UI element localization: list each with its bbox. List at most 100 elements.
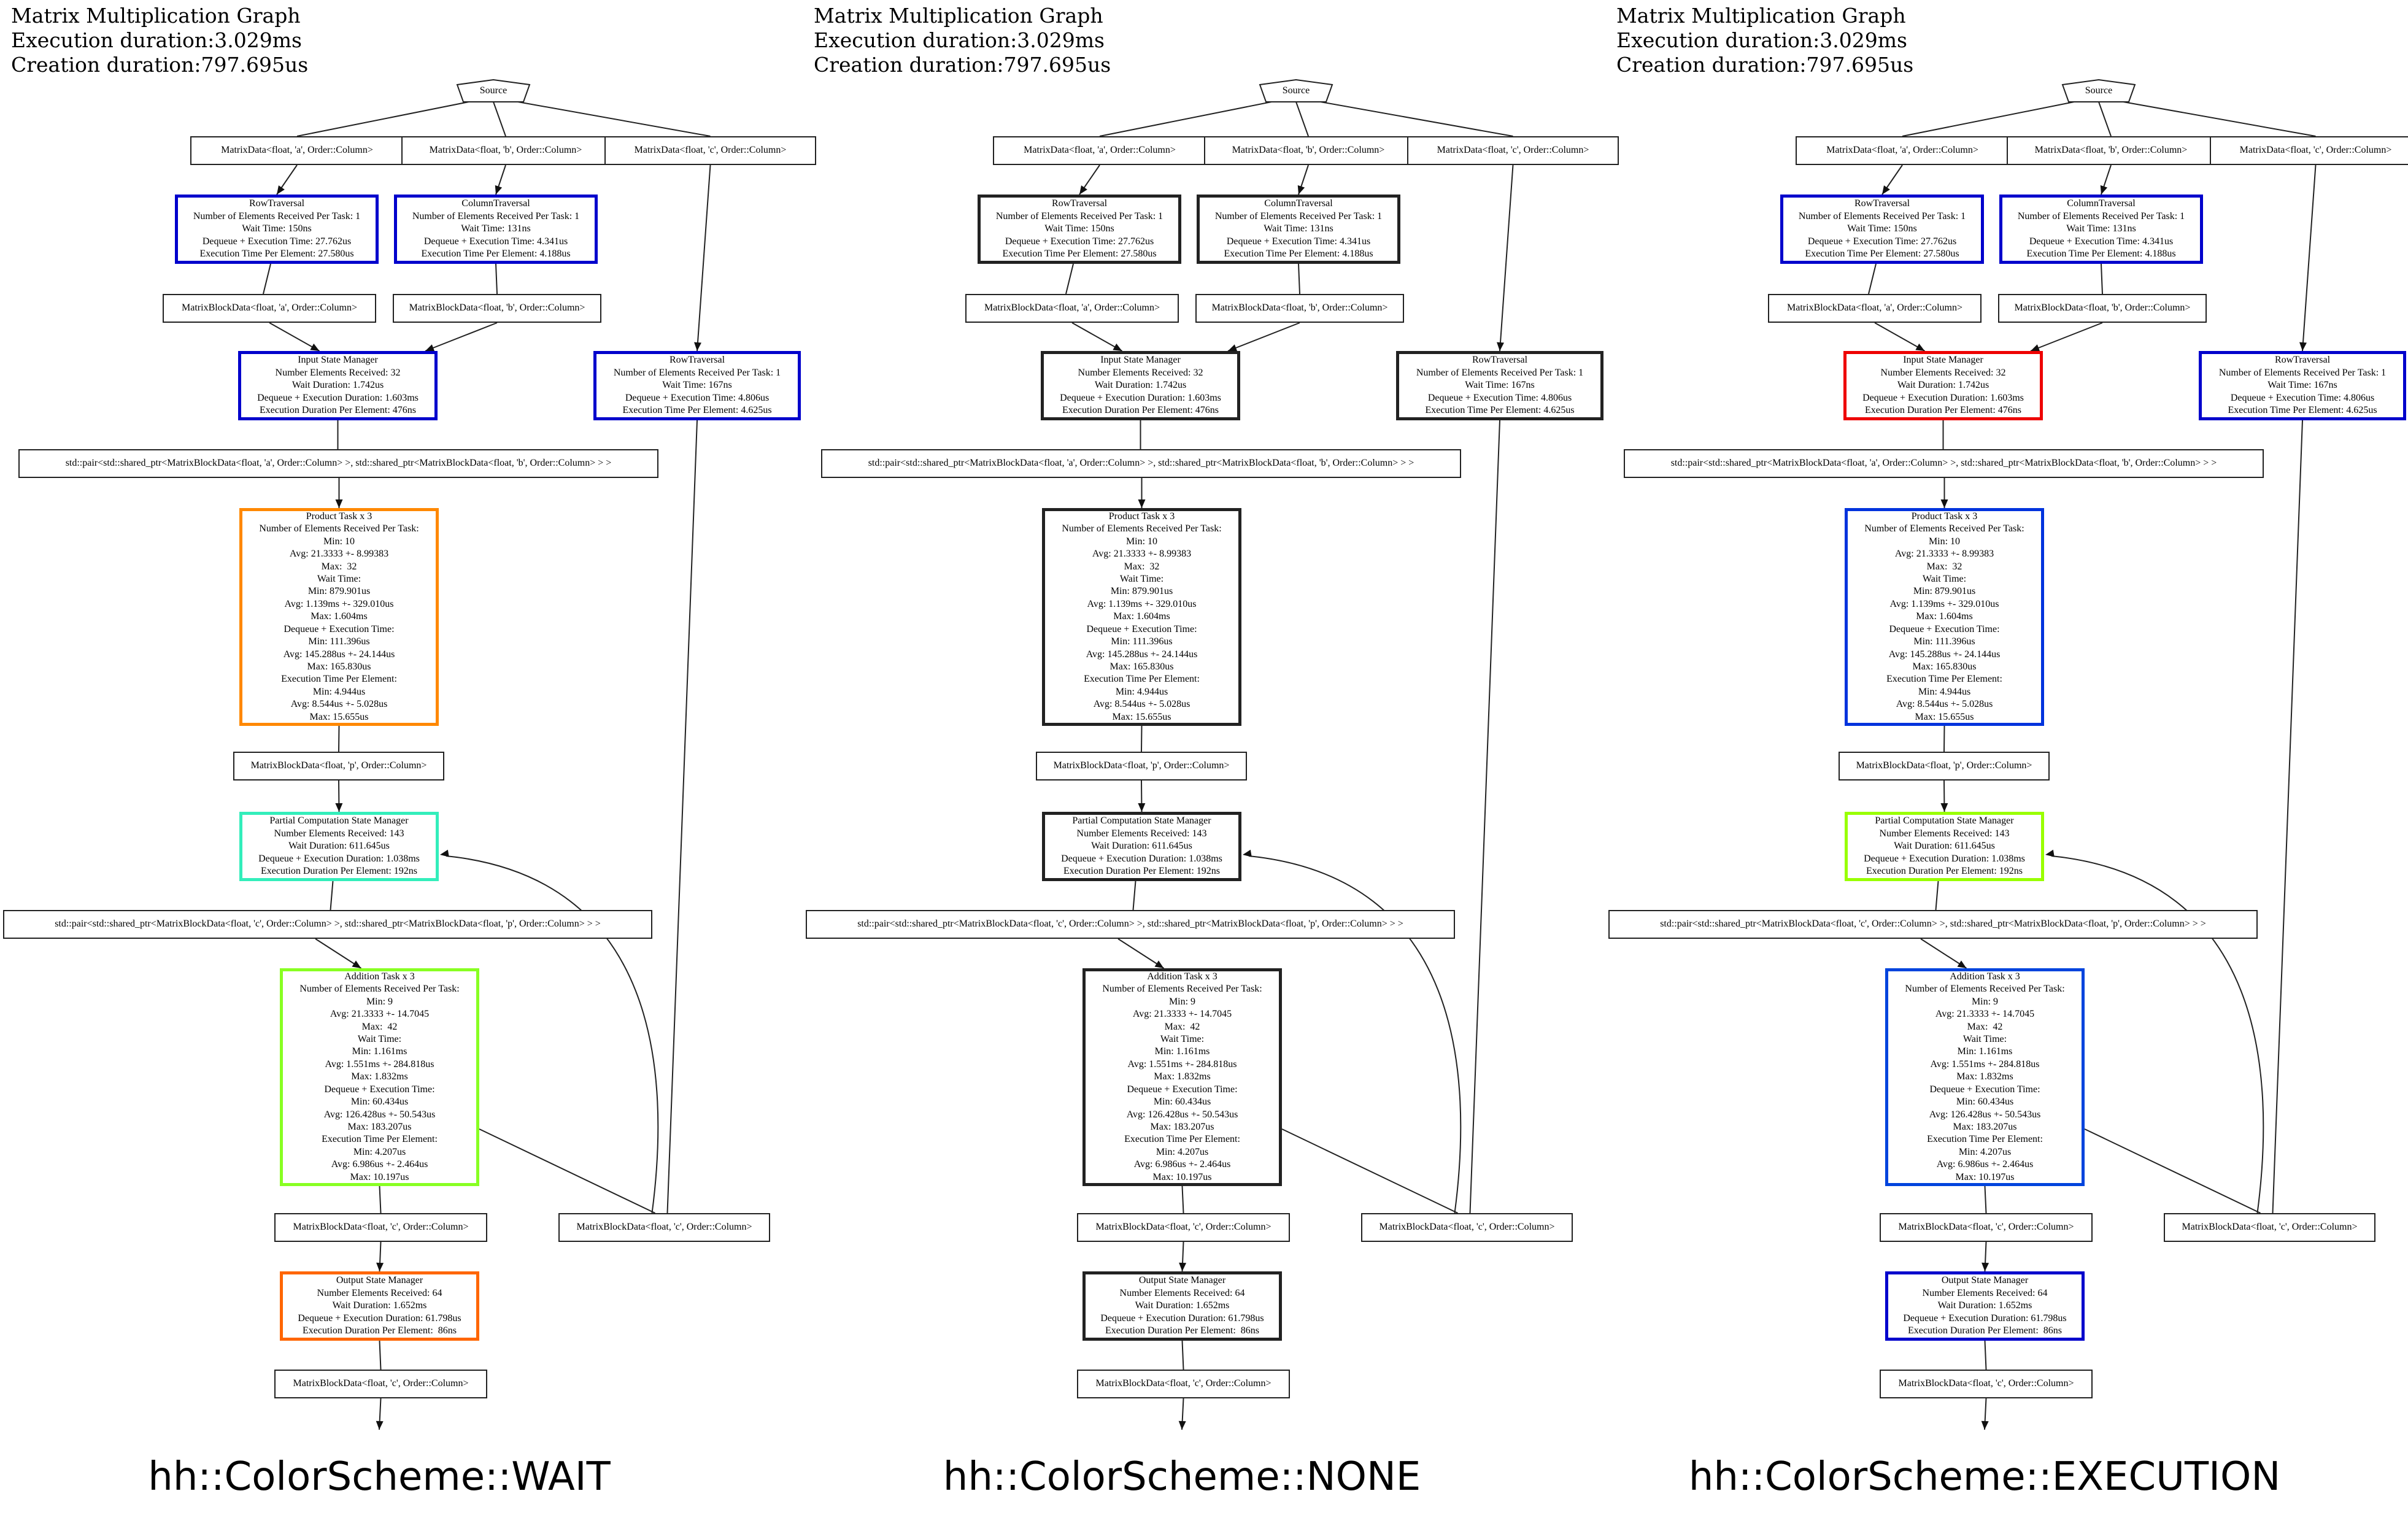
node-line: Min: 879.901us <box>1913 586 1976 597</box>
node-data-a[interactable]: MatrixData<float, 'a', Order::Column> <box>1796 136 2009 165</box>
node-block-c1[interactable]: MatrixBlockData<float, 'c', Order::Colum… <box>1880 1213 2093 1242</box>
node-block-a[interactable]: MatrixBlockData<float, 'a', Order::Colum… <box>1768 294 1982 323</box>
node-block-p[interactable]: MatrixBlockData<float, 'p', Order::Colum… <box>1036 752 1247 780</box>
node-line: Max: 165.830us <box>307 661 371 672</box>
node-block-a[interactable]: MatrixBlockData<float, 'a', Order::Colum… <box>163 294 376 323</box>
node-line: MatrixData<float, 'b', Order::Column> <box>2034 145 2188 156</box>
arrow-head <box>2045 849 2055 857</box>
node-block-c2[interactable]: MatrixBlockData<float, 'c', Order::Colum… <box>558 1213 770 1242</box>
node-line: Min: 60.434us <box>1153 1097 1211 1108</box>
node-line: Wait Time: <box>1119 574 1164 585</box>
node-block-b[interactable]: MatrixBlockData<float, 'b', Order::Colum… <box>1998 294 2207 323</box>
node-line: std::pair<std::shared_ptr<MatrixBlockDat… <box>1660 919 2206 930</box>
node-data-a[interactable]: MatrixData<float, 'a', Order::Column> <box>190 136 404 165</box>
node-line: Max: 1.604ms <box>1113 611 1170 622</box>
edge-source-c <box>517 101 711 137</box>
node-source[interactable]: Source <box>2063 80 2135 102</box>
node-block-c1[interactable]: MatrixBlockData<float, 'c', Order::Colum… <box>274 1213 487 1242</box>
node-data-b[interactable]: MatrixData<float, 'b', Order::Column> <box>401 136 610 165</box>
node-source[interactable]: Source <box>457 80 530 102</box>
node-block-b[interactable]: MatrixBlockData<float, 'b', Order::Colum… <box>393 294 601 323</box>
node-line: Wait Time: 150ns <box>1044 223 1114 234</box>
node-block-c2[interactable]: MatrixBlockData<float, 'c', Order::Colum… <box>1361 1213 1573 1242</box>
node-data-b[interactable]: MatrixData<float, 'b', Order::Column> <box>2007 136 2215 165</box>
node-block-b[interactable]: MatrixBlockData<float, 'b', Order::Colum… <box>1195 294 1404 323</box>
node-block-p[interactable]: MatrixBlockData<float, 'p', Order::Colum… <box>1839 752 2050 780</box>
edge-a-row <box>276 164 298 195</box>
node-data-c[interactable]: MatrixData<float, 'c', Order::Column> <box>604 136 816 165</box>
arrow-head <box>376 1420 384 1430</box>
header-title: Matrix Multiplication Graph <box>814 4 1103 28</box>
node-line: Max: 15.655us <box>1112 711 1171 722</box>
node-line: Execution Time Per Element: 27.580us <box>1002 249 1157 260</box>
node-data-a[interactable]: MatrixData<float, 'a', Order::Column> <box>993 136 1206 165</box>
node-line: Max: 183.207us <box>1953 1121 2017 1132</box>
node-block-a[interactable]: MatrixBlockData<float, 'a', Order::Colum… <box>965 294 1179 323</box>
node-line: Max: 42 <box>361 1021 398 1032</box>
node-line: Wait Duration: 611.645us <box>1894 841 1995 852</box>
node-pair-ab[interactable]: std::pair<std::shared_ptr<MatrixBlockDat… <box>821 449 1461 478</box>
node-block-c3[interactable]: MatrixBlockData<float, 'c', Order::Colum… <box>1880 1370 2093 1398</box>
node-pair-cp[interactable]: std::pair<std::shared_ptr<MatrixBlockDat… <box>3 910 652 939</box>
node-line: Addition Task x 3 <box>344 971 415 982</box>
node-line: Avg: 21.3333 +- 8.99383 <box>1894 549 1994 560</box>
node-pair-ab[interactable]: std::pair<std::shared_ptr<MatrixBlockDat… <box>1624 449 2264 478</box>
node-line: Partial Computation State Manager <box>1875 815 2014 827</box>
node-line: Number Elements Received: 64 <box>317 1287 442 1298</box>
node-line: MatrixBlockData<float, 'c', Order::Colum… <box>293 1222 469 1233</box>
node-line: Execution Time Per Element: <box>281 674 397 685</box>
node-line: MatrixData<float, 'a', Order::Column> <box>1024 145 1176 156</box>
node-line: Max: 15.655us <box>309 711 369 722</box>
edge-blocka-input <box>1874 322 1925 352</box>
node-line: Execution Time Per Element: 4.625us <box>622 405 772 416</box>
node-source[interactable]: Source <box>1260 80 1332 102</box>
node-line: Execution Duration Per Element: 192ns <box>1063 866 1221 877</box>
node-block-c3[interactable]: MatrixBlockData<float, 'c', Order::Colum… <box>1077 1370 1290 1398</box>
node-data-c[interactable]: MatrixData<float, 'c', Order::Column> <box>2210 136 2408 165</box>
node-line: Wait Duration: 1.742us <box>1897 380 1989 391</box>
node-pair-cp[interactable]: std::pair<std::shared_ptr<MatrixBlockDat… <box>1608 910 2258 939</box>
node-line: MatrixBlockData<float, 'c', Order::Colum… <box>1898 1378 2074 1389</box>
node-line: Product Task x 3 <box>1911 511 1978 522</box>
node-data-b[interactable]: MatrixData<float, 'b', Order::Column> <box>1204 136 1413 165</box>
node-line: Input State Manager <box>1903 355 1983 366</box>
node-block-p[interactable]: MatrixBlockData<float, 'p', Order::Colum… <box>233 752 444 780</box>
node-block-c1[interactable]: MatrixBlockData<float, 'c', Order::Colum… <box>1077 1213 1290 1242</box>
node-pair-ab[interactable]: std::pair<std::shared_ptr<MatrixBlockDat… <box>18 449 658 478</box>
node-block-c2[interactable]: MatrixBlockData<float, 'c', Order::Colum… <box>2164 1213 2375 1242</box>
node-pair-cp[interactable]: std::pair<std::shared_ptr<MatrixBlockDat… <box>806 910 1455 939</box>
node-line: Wait Time: 167ns <box>662 380 732 391</box>
node-block-c3[interactable]: MatrixBlockData<float, 'c', Order::Colum… <box>274 1370 487 1398</box>
node-line: Number of Elements Received Per Task: <box>259 523 419 534</box>
node-data-c[interactable]: MatrixData<float, 'c', Order::Column> <box>1407 136 1619 165</box>
node-line: Wait Duration: 611.645us <box>288 841 390 852</box>
node-line: Number Elements Received: 32 <box>1078 367 1203 378</box>
node-line: Avg: 6.986us +- 2.464us <box>331 1159 428 1170</box>
node-line: Dequeue + Execution Time: <box>324 1084 435 1095</box>
